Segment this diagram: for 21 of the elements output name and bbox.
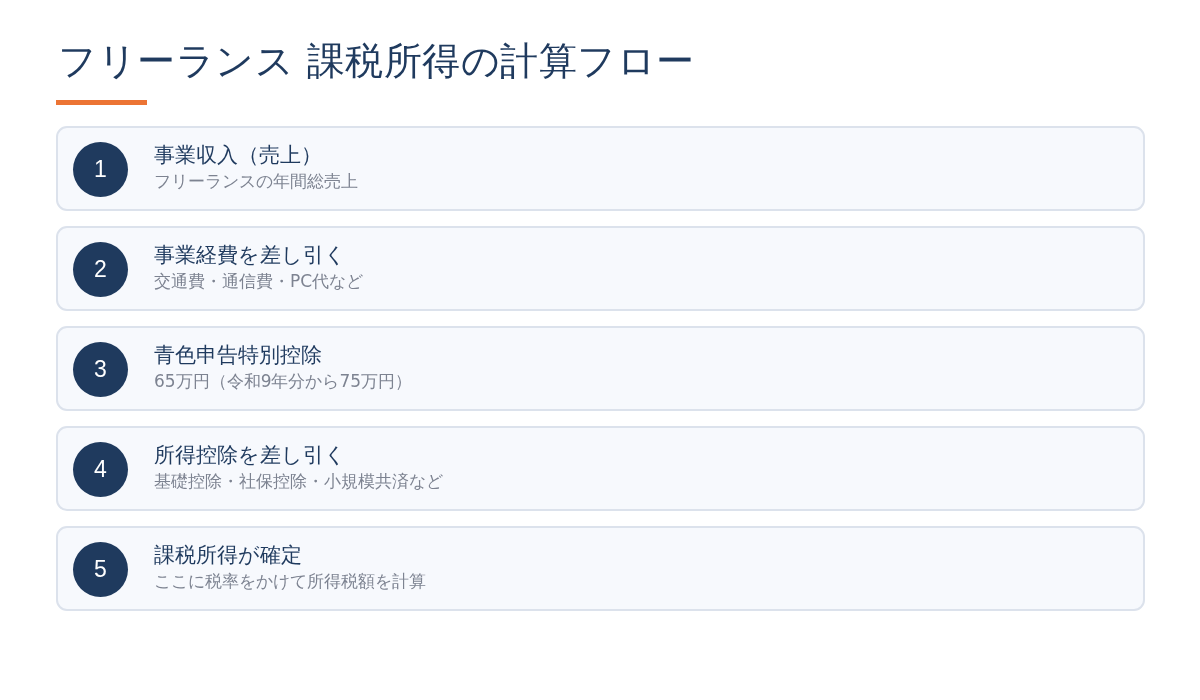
step-number: 4 bbox=[73, 442, 128, 497]
step-number: 3 bbox=[73, 342, 128, 397]
step-number: 2 bbox=[73, 242, 128, 297]
step-heading: 事業経費を差し引く bbox=[154, 242, 346, 268]
step-card bbox=[56, 226, 1145, 311]
step-description: 基礎控除・社保控除・小規模共済など bbox=[154, 470, 443, 492]
title: フリーランス 課税所得の計算フロー bbox=[58, 38, 695, 85]
step-heading: 課税所得が確定 bbox=[154, 542, 302, 568]
step-heading: 所得控除を差し引く bbox=[154, 442, 346, 468]
step-description: ここに税率をかけて所得税額を計算 bbox=[154, 570, 426, 592]
step-description: 65万円（令和9年分から75万円） bbox=[154, 370, 413, 392]
step-description: 交通費・通信費・PC代など bbox=[154, 270, 364, 292]
step-heading: 青色申告特別控除 bbox=[154, 342, 322, 368]
step-card bbox=[56, 126, 1145, 211]
step-card bbox=[56, 326, 1145, 411]
step-description: フリーランスの年間総売上 bbox=[154, 170, 358, 192]
step-heading: 事業収入（売上） bbox=[154, 142, 322, 168]
step-number: 5 bbox=[73, 542, 128, 597]
step-card bbox=[56, 526, 1145, 611]
step-number: 1 bbox=[73, 142, 128, 197]
step-card bbox=[56, 426, 1145, 511]
